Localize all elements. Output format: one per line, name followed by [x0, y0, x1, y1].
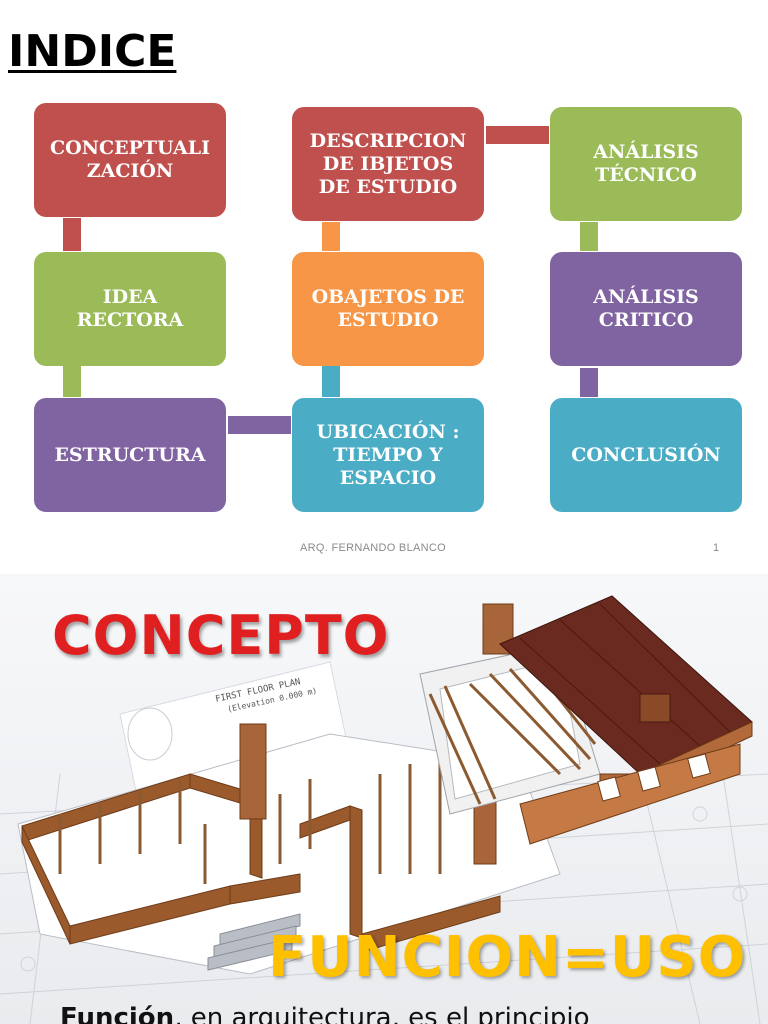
concept-title: CONCEPTO	[52, 604, 390, 667]
definition-text: Función, en arquitectura, es el principi…	[60, 1002, 589, 1024]
box-label: ESTRUCTURA	[54, 443, 206, 466]
funcion-uso-title: FUNCION=USO	[268, 925, 747, 990]
footer-author: ARQ. FERNANDO BLANCO	[300, 542, 446, 554]
slide-title: INDICE	[8, 26, 177, 77]
box-idea-rectora: IDEA RECTORA	[34, 252, 226, 366]
slide-concepto: FIRST FLOOR PLAN (Elevation 0.000 m)	[0, 574, 768, 1024]
box-analisis-tecnico: ANÁLISIS TÉCNICO	[550, 107, 742, 221]
box-conclusion: CONCLUSIÓN	[550, 398, 742, 512]
connector-4-7	[486, 126, 549, 144]
definition-rest: , en arquitectura, es el principio	[174, 1003, 590, 1024]
connector-8-9	[580, 368, 598, 397]
box-label: ANÁLISIS CRITICO	[593, 286, 699, 331]
connector-3-6	[228, 416, 291, 434]
box-label: UBICACIÓN : TIEMPO Y ESPACIO	[316, 420, 460, 489]
box-estructura: ESTRUCTURA	[34, 398, 226, 512]
page-number: 1	[713, 542, 720, 554]
definition-term: Función	[60, 1003, 175, 1024]
box-objetos-estudio: OBAJETOS DE ESTUDIO	[292, 252, 484, 366]
connector-5-4	[322, 222, 340, 251]
box-analisis-critico: ANÁLISIS CRITICO	[550, 252, 742, 366]
box-label: ANÁLISIS TÉCNICO	[593, 141, 699, 186]
box-label: IDEA RECTORA	[76, 286, 184, 331]
box-label: CONCLUSIÓN	[571, 443, 721, 466]
house-construction-illustration: FIRST FLOOR PLAN (Elevation 0.000 m)	[0, 574, 768, 1024]
box-label: CONCEPTUALI ZACIÓN	[49, 137, 211, 182]
box-conceptualizacion: CONCEPTUALI ZACIÓN	[34, 103, 226, 217]
connector-7-8	[580, 222, 598, 251]
connector-1-2	[63, 218, 81, 251]
box-label: OBAJETOS DE ESTUDIO	[311, 286, 465, 331]
connector-6-5	[322, 366, 340, 397]
box-label: DESCRIPCION DE IBJETOS DE ESTUDIO	[309, 129, 467, 198]
box-descripcion-objetos: DESCRIPCION DE IBJETOS DE ESTUDIO	[292, 107, 484, 221]
box-ubicacion: UBICACIÓN : TIEMPO Y ESPACIO	[292, 398, 484, 512]
slide-indice: INDICE CONCEPTUALI ZACIÓN IDEA RECTORA E…	[8, 26, 742, 554]
connector-2-3	[63, 366, 81, 397]
